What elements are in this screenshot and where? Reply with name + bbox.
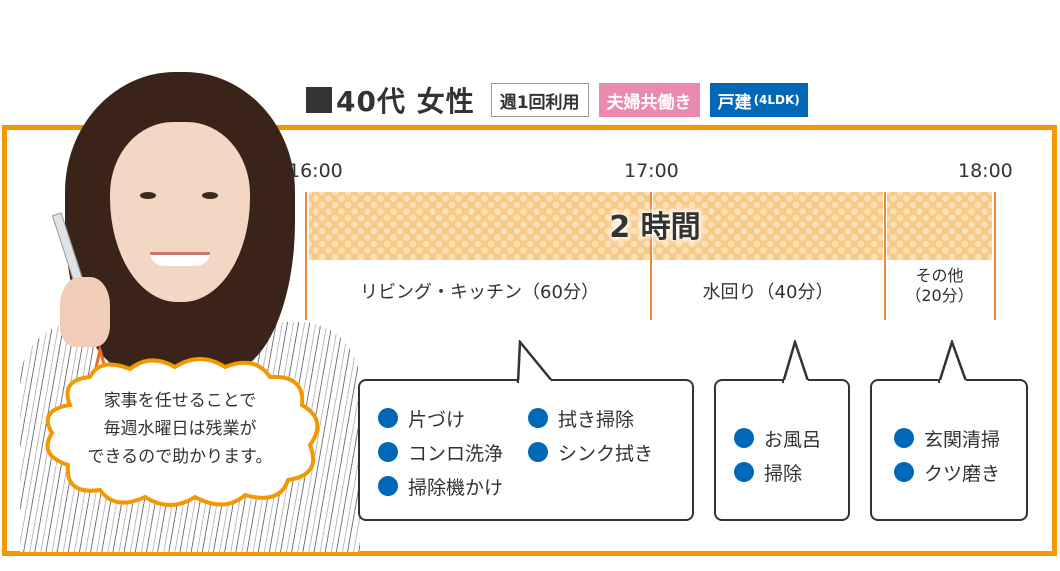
housing-type-tag: 戸建 (4LDK): [709, 83, 808, 117]
bullet-icon: [734, 428, 754, 448]
task-item: コンロ洗浄: [378, 435, 503, 469]
task-item: 玄関清掃: [894, 421, 1000, 455]
testimonial-text: 家事を任せることで 毎週水曜日は残業が できるので助かります。: [30, 387, 330, 471]
task-item: お風呂: [734, 421, 821, 455]
bullet-icon: [894, 462, 914, 482]
task-label: シンク拭き: [558, 442, 654, 465]
testimonial-bubble: 家事を任せることで 毎週水曜日は残業が できるので助かります。: [30, 345, 330, 507]
task-list: 玄関清掃 クツ磨き: [894, 421, 1000, 489]
task-item: クツ磨き: [894, 455, 1000, 489]
task-item: 拭き掃除: [528, 401, 653, 435]
divider-line: [305, 192, 307, 320]
time-tick-1700: 17:00: [624, 160, 679, 182]
task-box-living-kitchen: 片づけ コンロ洗浄 掃除機かけ 拭き掃除 シンク拭き: [358, 379, 694, 521]
speech-tail-icon: [781, 340, 810, 384]
task-label: 掃除機かけ: [408, 476, 504, 499]
segment-label-other: その他 （20分）: [887, 266, 992, 306]
testimonial-line: できるので助かります。: [87, 447, 273, 467]
bullet-icon: [528, 442, 548, 462]
face: [110, 122, 250, 302]
household-type-tag: 夫婦共働き: [598, 83, 700, 117]
tag-label: 週1回利用: [499, 92, 580, 113]
task-item: シンク拭き: [528, 435, 653, 469]
time-tick-1800: 18:00: [958, 160, 1013, 182]
segment-bar-living-kitchen: [309, 192, 650, 260]
task-box-other: 玄関清掃 クツ磨き: [870, 379, 1028, 521]
divider-line: [884, 192, 886, 320]
profile-title-text: 40代 女性: [336, 85, 475, 118]
tag-label: 戸建: [717, 92, 752, 113]
segment-label-line: その他: [915, 266, 964, 285]
segment-label-living-kitchen: リビング・キッチン（60分）: [360, 282, 599, 303]
total-duration: 2 時間: [609, 210, 701, 245]
smile: [150, 252, 210, 266]
bullet-icon: [378, 476, 398, 496]
tag-label: 夫婦共働き: [606, 92, 692, 113]
speech-tail-icon: [516, 340, 553, 384]
task-label: お風呂: [764, 428, 822, 451]
square-bullet-icon: [306, 87, 332, 113]
bullet-icon: [528, 408, 548, 428]
speech-tail-icon: [937, 340, 968, 384]
eye-icon: [140, 192, 156, 199]
task-label: クツ磨き: [924, 462, 1001, 485]
bullet-icon: [734, 462, 754, 482]
task-list: 拭き掃除 シンク拭き: [528, 401, 653, 469]
profile-title: 40代 女性: [306, 80, 475, 120]
bullet-icon: [378, 442, 398, 462]
task-label: 拭き掃除: [558, 408, 635, 431]
task-box-water: お風呂 掃除: [714, 379, 850, 521]
content-frame: [2, 125, 1057, 556]
task-list: お風呂 掃除: [734, 421, 821, 489]
usage-frequency-tag: 週1回利用: [490, 83, 589, 117]
tag-sub-label: (4LDK): [753, 93, 800, 107]
cloud-bubble-icon: [45, 345, 320, 507]
task-label: 玄関清掃: [924, 428, 1001, 451]
bullet-icon: [378, 408, 398, 428]
profile-header: 40代 女性 週1回利用 夫婦共働き 戸建 (4LDK): [306, 80, 808, 120]
testimonial-line: 毎週水曜日は残業が: [103, 419, 257, 439]
task-label: 掃除: [764, 462, 803, 485]
eye-icon: [202, 192, 218, 199]
bullet-icon: [894, 428, 914, 448]
task-label: 片づけ: [408, 408, 466, 431]
task-item: 掃除機かけ: [378, 469, 503, 503]
divider-line: [994, 192, 996, 320]
divider-line: [650, 192, 652, 320]
segment-label-water: 水回り（40分）: [702, 282, 834, 303]
segment-bar-other: [887, 192, 992, 260]
task-item: 掃除: [734, 455, 821, 489]
task-list: 片づけ コンロ洗浄 掃除機かけ: [378, 401, 503, 503]
segment-label-line: （20分）: [905, 286, 974, 305]
task-label: コンロ洗浄: [408, 442, 504, 465]
testimonial-line: 家事を任せることで: [103, 391, 257, 411]
hand: [60, 277, 110, 347]
time-tick-1600: 16:00: [288, 160, 343, 182]
task-item: 片づけ: [378, 401, 503, 435]
segment-bar-water: [653, 192, 883, 260]
